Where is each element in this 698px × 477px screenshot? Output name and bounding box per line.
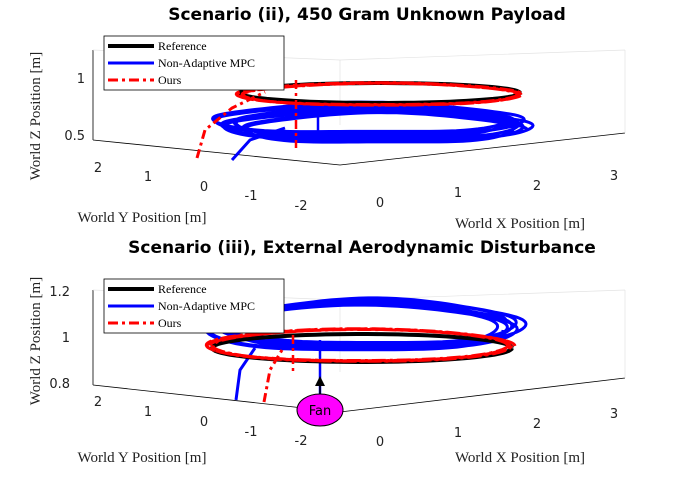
z-axis-label: World Z Position [m]: [28, 52, 44, 180]
legend-label: Ours: [158, 73, 182, 87]
legend-label: Non-Adaptive MPC: [158, 299, 255, 313]
y-axis-label: World Y Position [m]: [78, 450, 207, 466]
plot-scenario-iii: Scenario (iii), External Aerodynamic Dis…: [28, 238, 626, 466]
z-tick-label: 1.2: [49, 285, 70, 300]
y-tick-label: 0: [200, 180, 208, 195]
y-tick-label: -1: [245, 425, 258, 440]
chart-title: Scenario (iii), External Aerodynamic Dis…: [128, 238, 596, 258]
x-tick-label: 1: [454, 426, 462, 441]
z-tick-label: 0.8: [49, 377, 70, 392]
plot-scenario-ii: Scenario (ii), 450 Gram Unknown Payload 1…: [28, 5, 626, 232]
fan-marker: [296, 393, 344, 427]
x-tick-label: 0: [376, 435, 384, 450]
axis-box: [92, 50, 626, 166]
z-tick-label: 1: [77, 72, 85, 87]
y-tick-label: -2: [295, 199, 308, 214]
x-axis-label: World X Position [m]: [455, 216, 585, 232]
x-axis-label: World X Position [m]: [455, 450, 585, 466]
fan-label: Fan: [309, 404, 332, 419]
series-ours-takeoff: [195, 90, 266, 159]
y-tick-label: -2: [295, 434, 308, 449]
legend-label: Reference: [158, 39, 207, 53]
legend-label: Reference: [158, 282, 207, 296]
x-tick-label: 2: [533, 179, 541, 194]
y-tick-label: -1: [245, 189, 258, 204]
y-tick-label: 2: [94, 395, 102, 410]
series-non-adaptive-mpc-takeoff: [230, 126, 286, 162]
y-tick-label: 2: [94, 161, 102, 176]
series-ours-takeoff: [262, 349, 284, 403]
y-axis-label: World Y Position [m]: [78, 210, 207, 226]
y-tick-label: 1: [144, 405, 152, 420]
series-non-adaptive-mpc: [211, 100, 535, 144]
chart-title: Scenario (ii), 450 Gram Unknown Payload: [168, 5, 566, 25]
x-tick-label: 3: [610, 407, 618, 422]
legend-label: Ours: [158, 316, 182, 330]
x-tick-label: 1: [454, 186, 462, 201]
y-tick-label: 0: [200, 415, 208, 430]
legend-label: Non-Adaptive MPC: [158, 56, 255, 70]
series-ours: [234, 81, 524, 107]
z-axis-label: World Z Position [m]: [28, 277, 44, 405]
z-tick-label: 1: [62, 331, 70, 346]
z-tick-label: 0.5: [64, 129, 85, 144]
x-tick-label: 0: [376, 196, 384, 211]
x-tick-label: 2: [533, 417, 541, 432]
y-tick-label: 1: [144, 170, 152, 185]
series-ours: [204, 327, 517, 363]
fan-arrow-head: [315, 376, 325, 386]
x-tick-label: 3: [610, 169, 618, 184]
